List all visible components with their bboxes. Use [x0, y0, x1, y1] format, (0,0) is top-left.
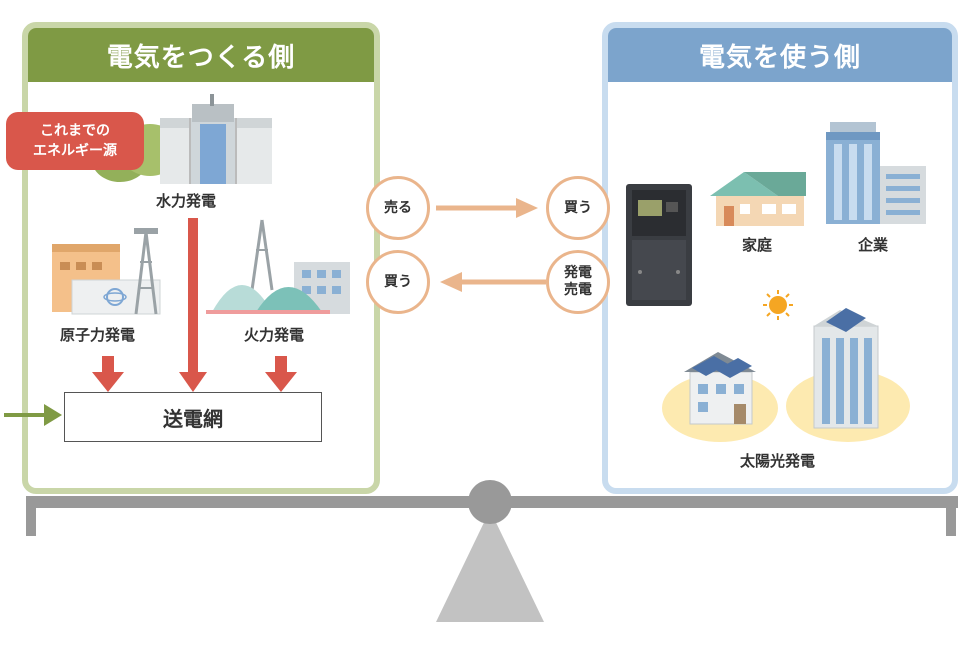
buy-bottom-label: 買う [384, 273, 412, 290]
nuclear-label: 原子力発電 [60, 326, 136, 344]
buy-circle-bottom: 買う [366, 250, 430, 314]
conventional-energy-badge-text: これまでの エネルギー源 [33, 123, 117, 159]
solar-label: 太陽光発電 [740, 452, 816, 470]
hydro-arrow [179, 218, 207, 392]
smart-meter-icon [626, 184, 692, 306]
generate-sell-circle: 発電 売電 [546, 250, 610, 314]
home-label: 家庭 [742, 236, 773, 254]
balance-scale [26, 480, 958, 622]
buy-circle-top: 買う [546, 176, 610, 240]
nuclear-arrow [92, 356, 124, 392]
producer-panel-title: 電気をつくる側 [28, 28, 374, 82]
thermal-label: 火力発電 [244, 326, 305, 344]
solar-building-icon [786, 308, 910, 442]
sell-flow-arrow [436, 198, 538, 218]
solar-house-icon [662, 352, 778, 442]
green-arrow [4, 404, 62, 426]
sun-icon [763, 290, 793, 320]
buy-flow-arrow [440, 272, 546, 292]
power-grid-box: 送電網 [64, 392, 322, 442]
conventional-energy-badge: これまでの エネルギー源 [6, 112, 144, 170]
sell-circle: 売る [366, 176, 430, 240]
company-label: 企業 [858, 236, 889, 254]
nuclear-plant-icon [52, 228, 161, 315]
hydro-label: 水力発電 [156, 192, 217, 210]
thermal-plant-icon [206, 219, 350, 314]
buy-top-label: 買う [564, 199, 592, 216]
generate-sell-label: 発電 売電 [564, 265, 592, 298]
consumer-panel-title: 電気を使う側 [608, 28, 952, 82]
thermal-arrow [265, 356, 297, 392]
power-grid-label: 送電網 [163, 406, 223, 431]
office-building-icon [826, 122, 926, 224]
house-icon [710, 172, 806, 226]
sell-label: 売る [384, 199, 412, 216]
